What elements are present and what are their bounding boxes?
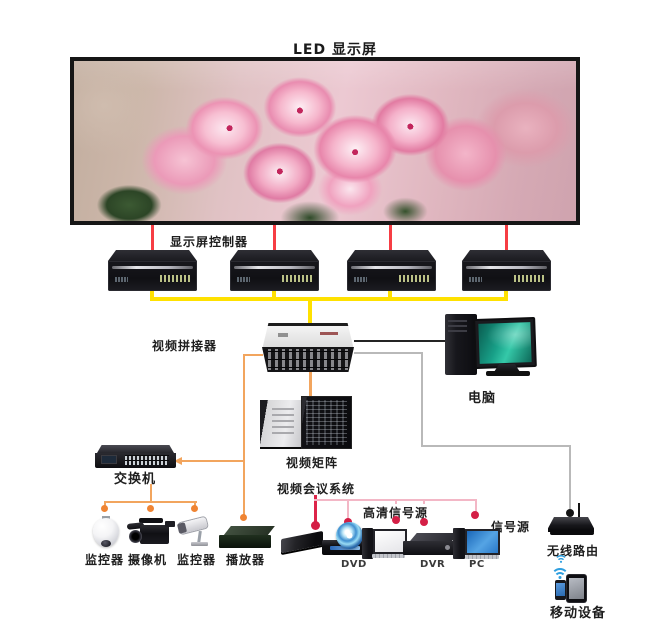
pc-dot — [471, 511, 479, 519]
smartphone-icon — [555, 580, 566, 600]
display-link-line — [505, 225, 508, 252]
conference-line — [314, 495, 317, 522]
router-link-dot — [566, 509, 574, 517]
peripheral-line — [182, 460, 244, 462]
peripheral-line — [243, 354, 245, 516]
switch-arrow-icon — [174, 457, 182, 465]
network-switch-device — [95, 445, 176, 468]
monitor2-dot — [191, 505, 198, 512]
monitor2-label: 监控器 — [177, 553, 217, 567]
led-display-screen — [70, 57, 580, 225]
camcorder-icon — [126, 518, 177, 551]
conference-branch-line — [347, 499, 349, 519]
controller-bus-line — [504, 291, 508, 299]
router-label: 无线路由 — [547, 544, 600, 558]
matrix-label: 视频矩阵 — [286, 456, 339, 470]
mobile-label: 移动设备 — [550, 606, 607, 621]
camera-tree-line — [104, 501, 197, 503]
display-controller-device — [108, 250, 197, 291]
display-controller-device — [462, 250, 551, 291]
router-link-line — [421, 445, 571, 447]
dvr-label: DVR — [420, 559, 446, 570]
dvd-label: DVD — [341, 559, 367, 570]
diagram-title: LED 显示屏 — [293, 42, 377, 58]
hd-source-dot — [392, 516, 400, 524]
computer-label: 电脑 — [468, 391, 497, 406]
media-player-icon — [219, 526, 275, 552]
pc-label: PC — [469, 559, 485, 570]
splicer-label: 视频拼接器 — [152, 339, 218, 353]
controllers-label: 显示屏控制器 — [170, 235, 249, 249]
display-link-line — [389, 225, 392, 252]
player-link-dot — [240, 514, 247, 521]
flower-screen-image — [74, 61, 576, 221]
peripheral-line — [244, 354, 263, 356]
monitor1-label: 监控器 — [85, 553, 125, 567]
conference-dot — [311, 521, 320, 530]
camera-tree-line — [150, 484, 152, 502]
router-link-line — [421, 352, 423, 447]
bullet-camera-icon — [176, 515, 215, 551]
controller-bus-line — [388, 291, 392, 299]
dome-camera-icon — [90, 516, 122, 550]
controller-bus-line — [150, 297, 508, 301]
camera-tree-line — [194, 501, 196, 507]
wireless-router-icon — [548, 503, 596, 542]
dvr-dot — [420, 518, 428, 526]
dvr-icon — [403, 533, 459, 557]
camera-label: 摄像机 — [128, 553, 168, 567]
camera-tree-line — [104, 501, 106, 507]
display-controller-device — [347, 250, 436, 291]
controller-bus-line — [308, 301, 312, 324]
pc-link-line — [354, 340, 445, 342]
conference-system-label: 视频会议系统 — [277, 482, 356, 496]
display-link-line — [151, 225, 154, 252]
display-link-line — [273, 225, 276, 252]
camera-dot — [147, 505, 154, 512]
monitor1-dot — [101, 505, 108, 512]
display-controller-device — [230, 250, 319, 291]
controller-bus-line — [272, 291, 276, 299]
switch-label: 交换机 — [114, 472, 157, 487]
hd-source-label: 高清信号源 — [362, 504, 430, 521]
signal-source-label: 信号源 — [491, 520, 531, 534]
controller-bus-line — [150, 291, 154, 299]
matrix-link-line — [309, 372, 312, 400]
router-link-line — [569, 445, 571, 513]
conference-branch-line — [475, 499, 477, 513]
player-label: 播放器 — [226, 553, 266, 567]
conference-terminal-icon — [277, 529, 327, 556]
router-link-line — [354, 352, 423, 354]
dvd-player-icon — [322, 522, 372, 556]
video-splicer-device — [262, 323, 354, 372]
tablet-icon — [567, 575, 586, 602]
